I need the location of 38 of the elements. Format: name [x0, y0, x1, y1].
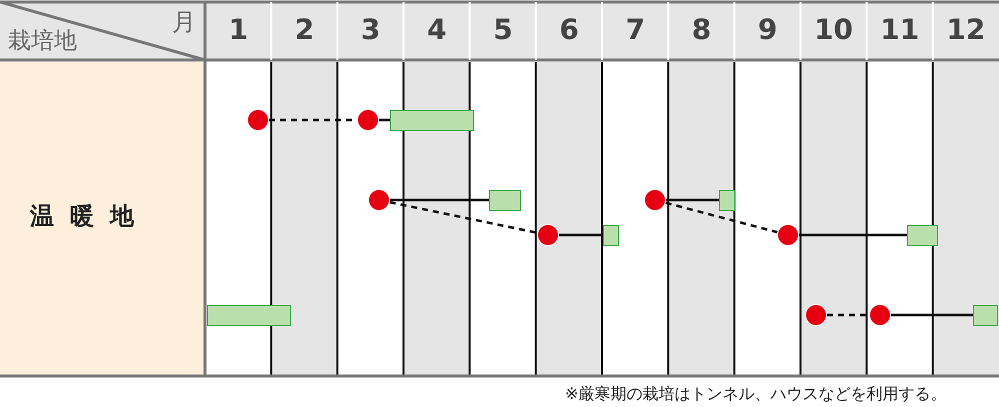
harvest-bar — [907, 224, 938, 246]
sowing-dot — [644, 189, 666, 211]
month-number: 8 — [692, 16, 712, 44]
connector-line — [379, 118, 390, 122]
connector-line — [891, 314, 973, 316]
connector-line — [799, 234, 907, 236]
region-label: 温暖地 — [30, 204, 150, 228]
month-number: 9 — [758, 16, 778, 44]
sowing-dot — [869, 304, 891, 326]
header-label: 月 — [172, 10, 196, 34]
footnote: ※厳寒期の栽培はトンネル、ハウスなどを利用する。 — [565, 386, 946, 402]
dashed-connector — [665, 202, 778, 234]
harvest-bar — [489, 190, 521, 210]
month-number: 2 — [294, 16, 314, 44]
month-number: 1 — [228, 16, 248, 44]
month-number: 4 — [427, 16, 447, 44]
dashed-connector — [390, 201, 538, 234]
connector-line — [559, 234, 603, 236]
header-label: 栽培地 — [8, 30, 77, 53]
sowing-dot — [368, 189, 390, 211]
harvest-bar — [390, 110, 474, 130]
harvest-bar — [973, 304, 998, 326]
sowing-dot — [247, 109, 269, 131]
month-number: 5 — [493, 16, 513, 44]
month-number: 3 — [360, 16, 380, 44]
connector-line — [666, 198, 719, 202]
month-number: 10 — [814, 16, 854, 44]
month-number: 7 — [626, 16, 646, 44]
sowing-dot — [777, 224, 799, 246]
month-number: 6 — [559, 16, 579, 44]
connector-line — [390, 198, 489, 202]
harvest-bar — [719, 190, 735, 210]
sowing-dot — [357, 109, 379, 131]
harvest-bar — [207, 304, 291, 326]
dashed-connector — [827, 314, 869, 316]
harvest-bar — [603, 224, 619, 246]
month-number: 11 — [880, 16, 920, 44]
month-number: 12 — [946, 16, 986, 44]
